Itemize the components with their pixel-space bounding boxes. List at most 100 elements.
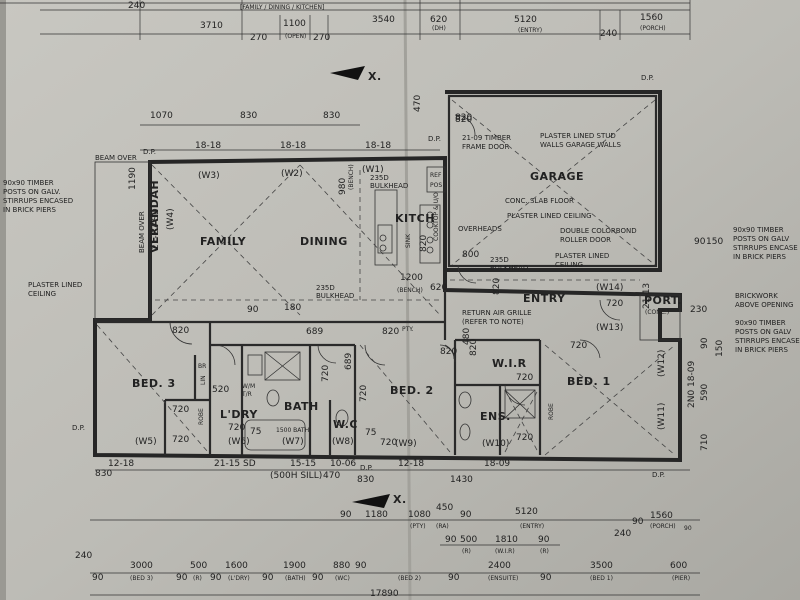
dim-f-bath: (BATH) <box>285 575 306 582</box>
room-ensuite: ENS. <box>480 410 511 423</box>
dim-830a: 830 <box>240 111 257 121</box>
door-swings <box>169 114 621 406</box>
dim-b-830a: 830 <box>357 475 374 485</box>
dim-i-75a: 75 <box>250 427 261 437</box>
dim-l-1560: 1560 <box>650 511 673 521</box>
note-brickwork-2: ABOVE OPENING <box>735 301 793 309</box>
window-w8: (W8) <box>332 437 354 447</box>
note-bench-2: (BENCH) <box>397 287 423 294</box>
dim-i-689b: 689 <box>344 353 354 370</box>
dim-470: 470 <box>413 95 423 112</box>
dp-5: D.P. <box>360 464 373 472</box>
dim-f-pier: (PIER) <box>672 575 690 582</box>
top-dim-7: 3540 <box>372 15 395 25</box>
note-bulkhead3-1: 235D <box>316 284 335 292</box>
dim-i-150b: 150 <box>715 340 725 357</box>
room-kitchen: KITCH <box>395 212 435 225</box>
note-plaster2-2: CEILING <box>555 261 583 269</box>
top-dim-3: 1100 <box>283 19 306 29</box>
top-dim-10: 5120 <box>514 15 537 25</box>
dim-l-1180: 1180 <box>365 510 388 520</box>
dim-f-90c: 90 <box>210 573 222 583</box>
note-posts-r2-4: IN BRICK PIERS <box>735 346 789 354</box>
note-garage-walls-1: PLASTER LINED STUD <box>540 132 616 140</box>
kitchen-fixtures <box>374 166 446 266</box>
note-posts-r1-4: IN BRICK PIERS <box>733 253 787 261</box>
dim-i-230: 230 <box>690 305 707 315</box>
dim-l-entry: (ENTRY) <box>520 523 544 530</box>
note-wm: W/M <box>242 383 255 390</box>
top-dim-8: 620 <box>430 15 447 25</box>
dim-b-18-09: 18-09 <box>484 459 510 469</box>
dim-b-1430: 1430 <box>450 475 473 485</box>
dim-f-90d: 90 <box>262 573 274 583</box>
dim-i-800: 800 <box>462 250 479 260</box>
dim-i-720h: 720 <box>606 299 623 309</box>
note-cooktop: COOKTOP & U/O <box>433 192 440 241</box>
dim-f-90a: 90 <box>92 573 104 583</box>
window-w3: (W3) <box>198 171 220 181</box>
dim-i-180: 180 <box>284 303 301 313</box>
dim-i-21-13: 21-13 <box>642 283 652 309</box>
dim-i-480: 480 <box>462 328 472 345</box>
dim-f-r: (R) <box>193 575 202 582</box>
room-bed3: BED. 3 <box>132 377 176 390</box>
dim-18-18c: 18-18 <box>365 141 391 151</box>
dim-l-pty: (PTY) <box>410 523 426 530</box>
dim-f-wc: (WC) <box>335 575 350 582</box>
top-dim-9: (DH) <box>432 25 446 32</box>
window-labels: (W3) (W2) (W1) (W4) (W5) (W6) (W7) (W8) … <box>135 165 667 449</box>
note-bulkhead1-1: 235D <box>370 174 389 182</box>
dp-4: D.P. <box>72 424 85 432</box>
dim-980: 980 <box>338 178 348 195</box>
note-timber-door-2: FRAME DOOR <box>462 143 509 151</box>
dim-i-720b: 720 <box>172 435 189 445</box>
dim-i-820d: 820 <box>419 235 429 252</box>
dim-i-90b: 90 <box>700 337 710 349</box>
window-w1: (W1) <box>362 165 384 175</box>
dim-b-15-15: 15-15 <box>290 459 316 469</box>
room-diagonals <box>96 99 676 456</box>
dim-l-1080: 1080 <box>408 510 431 520</box>
interior-walls <box>95 290 542 455</box>
dim-b-12-18b: 12-18 <box>398 459 424 469</box>
room-wc: W.C <box>333 418 358 431</box>
dim-i-689a: 689 <box>306 327 323 337</box>
room-bath: BATH <box>284 400 319 413</box>
dim-b-470: 470 <box>323 471 340 481</box>
dim-f-90e: 90 <box>312 573 324 583</box>
note-ref: REF <box>430 172 442 179</box>
dim-l-90a: 90 <box>340 510 352 520</box>
wet-area-fixtures <box>244 351 536 451</box>
downpipe-labels: D.P. D.P. D.P. D.P. D.P. D.P. <box>72 74 665 479</box>
window-w2: (W2) <box>281 169 303 179</box>
dim-i-820a: 820 <box>172 326 189 336</box>
dim-f-ensuite: (ENSUITE) <box>488 575 518 582</box>
note-beam-over-2: BEAM OVER <box>138 211 146 253</box>
dp-1: D.P. <box>143 148 156 156</box>
dim-830b: 830 <box>323 111 340 121</box>
dim-f-2400: 2400 <box>488 561 511 571</box>
window-w7: (W7) <box>282 437 304 447</box>
dim-i-820e: 820 <box>469 339 479 356</box>
dim-f-90f: 90 <box>448 573 460 583</box>
dim-l-1810: 1810 <box>495 535 518 545</box>
note-bath-1500: 1500 BATH <box>276 427 309 434</box>
dim-l-r2: (R) <box>540 548 549 555</box>
note-posts-r1-3: STIRRUPS ENCASE <box>733 244 798 252</box>
top-room-label: [FAMILY / DINING / KITCHEN] <box>240 4 324 11</box>
note-timber-door-1: 21-09 TIMBER <box>462 134 511 142</box>
dim-l-wir: (W.I.R) <box>495 548 515 555</box>
dim-i-720a: 720 <box>172 405 189 415</box>
dim-i-720c: 720 <box>321 365 331 382</box>
note-plaster2-1: PLASTER LINED <box>555 252 609 260</box>
dim-l-90f: 90 <box>538 535 550 545</box>
dim-b-12-18a: 12-18 <box>108 459 134 469</box>
dim-l-ra: (RA) <box>436 523 449 530</box>
note-robe-bed1: ROBE <box>548 403 555 420</box>
room-wir: W.I.R <box>492 357 527 370</box>
room-labels: FAMILY DINING KITCH GARAGE VERANDAH ENTR… <box>132 170 681 431</box>
bulkhead-lines <box>155 170 640 301</box>
room-laundry: L'DRY <box>220 408 258 421</box>
